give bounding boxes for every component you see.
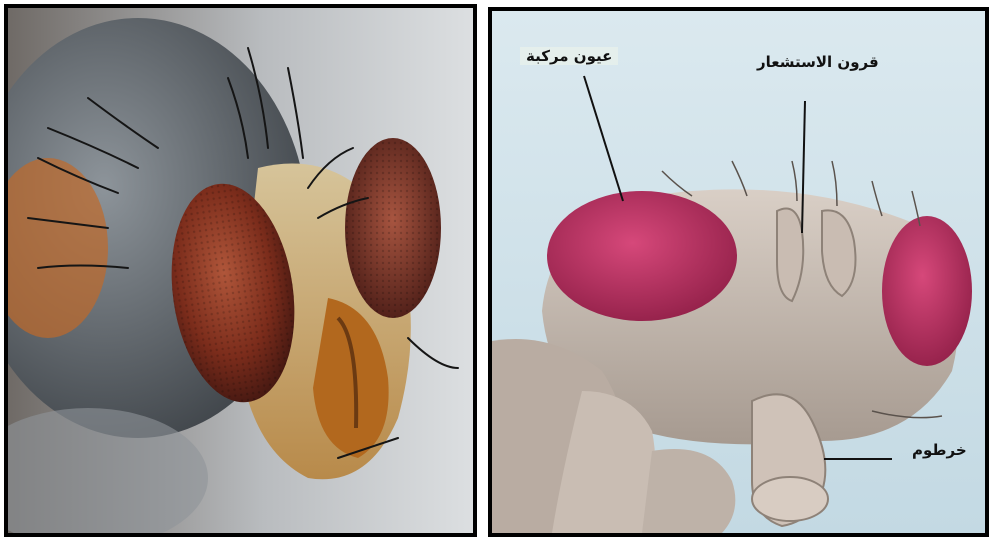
fly-head-photo [8,8,473,533]
diagram-eye-right [882,216,972,366]
fly-photo-panel [4,4,477,537]
label-antennae: قرون الاستشعار [757,53,879,71]
fly-diagram-panel: عيون مركبة قرون الاستشعار خرطوم [488,7,989,537]
label-proboscis: خرطوم [912,441,967,459]
label-compound-eyes: عيون مركبة [520,47,618,65]
diagram-eye-left [547,191,737,321]
